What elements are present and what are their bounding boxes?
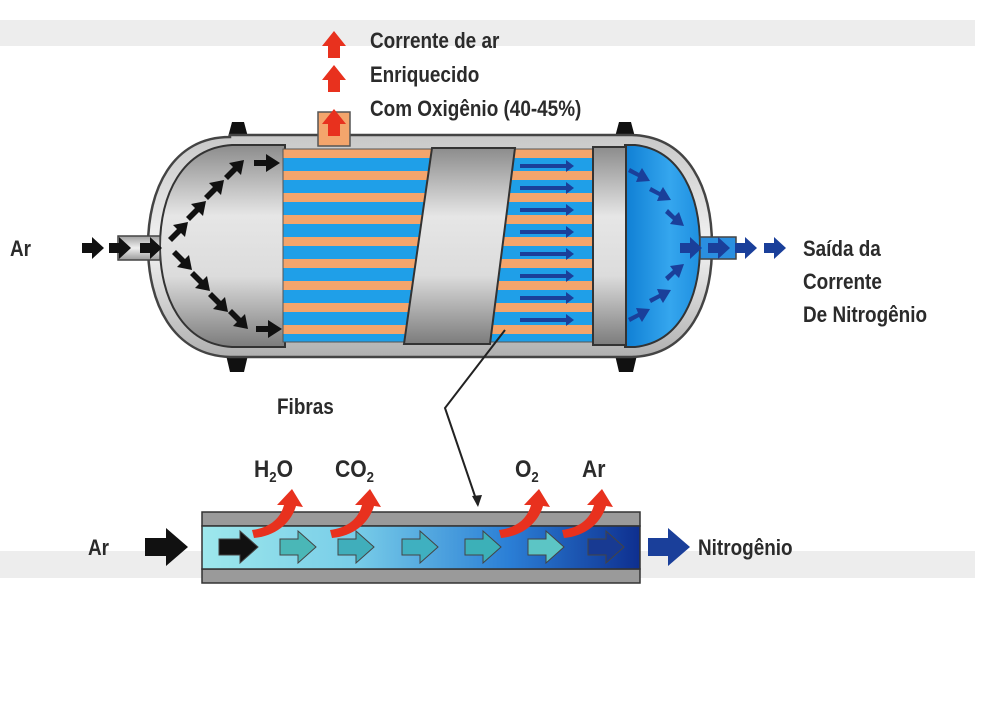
oxygen-stream-label-1: Corrente de ar — [370, 28, 500, 53]
o2-label: O2 — [515, 456, 539, 486]
oxygen-stream-label-3: Com Oxigênio (40-45%) — [370, 96, 582, 121]
nitrogen-flow-arrows — [520, 160, 574, 326]
oxygen-stream-label-2: Enriquecido — [370, 62, 480, 87]
tube-air-in-arrow — [145, 528, 188, 566]
vessel-support-feet — [226, 122, 637, 372]
fibers-label: Fibras — [277, 394, 334, 419]
h2o-label: H2O — [254, 456, 294, 486]
air-inlet-label: Ar — [10, 236, 32, 261]
nitrogen-outlet-label-2: Corrente — [803, 269, 882, 294]
argon-label: Ar — [582, 456, 606, 483]
tube-flow-arrows — [218, 529, 625, 565]
permeate-arrows — [252, 489, 613, 538]
nitrogen-collect-arrows — [628, 168, 702, 322]
top-gray-band — [0, 20, 975, 46]
air-inlet-arrows — [82, 237, 162, 259]
zoom-leader-line — [443, 329, 506, 506]
nitrogen-exit-arrows — [708, 237, 786, 259]
air-distribution-arrows — [168, 154, 282, 338]
oxygen-stream-arrows — [322, 31, 346, 136]
slanted-baffle — [402, 147, 517, 345]
co2-label: CO2 — [335, 456, 375, 486]
tube-sheet — [592, 146, 627, 346]
tube-nitrogen-out-arrow — [648, 528, 690, 566]
nitrogen-outlet-label-3: De Nitrogênio — [803, 302, 928, 327]
nitrogen-outlet-label-1: Saída da — [803, 236, 881, 261]
tube-air-label: Ar — [88, 535, 110, 560]
inlet-chamber — [158, 144, 286, 348]
tube-nitrogen-label: Nitrogênio — [698, 535, 793, 560]
